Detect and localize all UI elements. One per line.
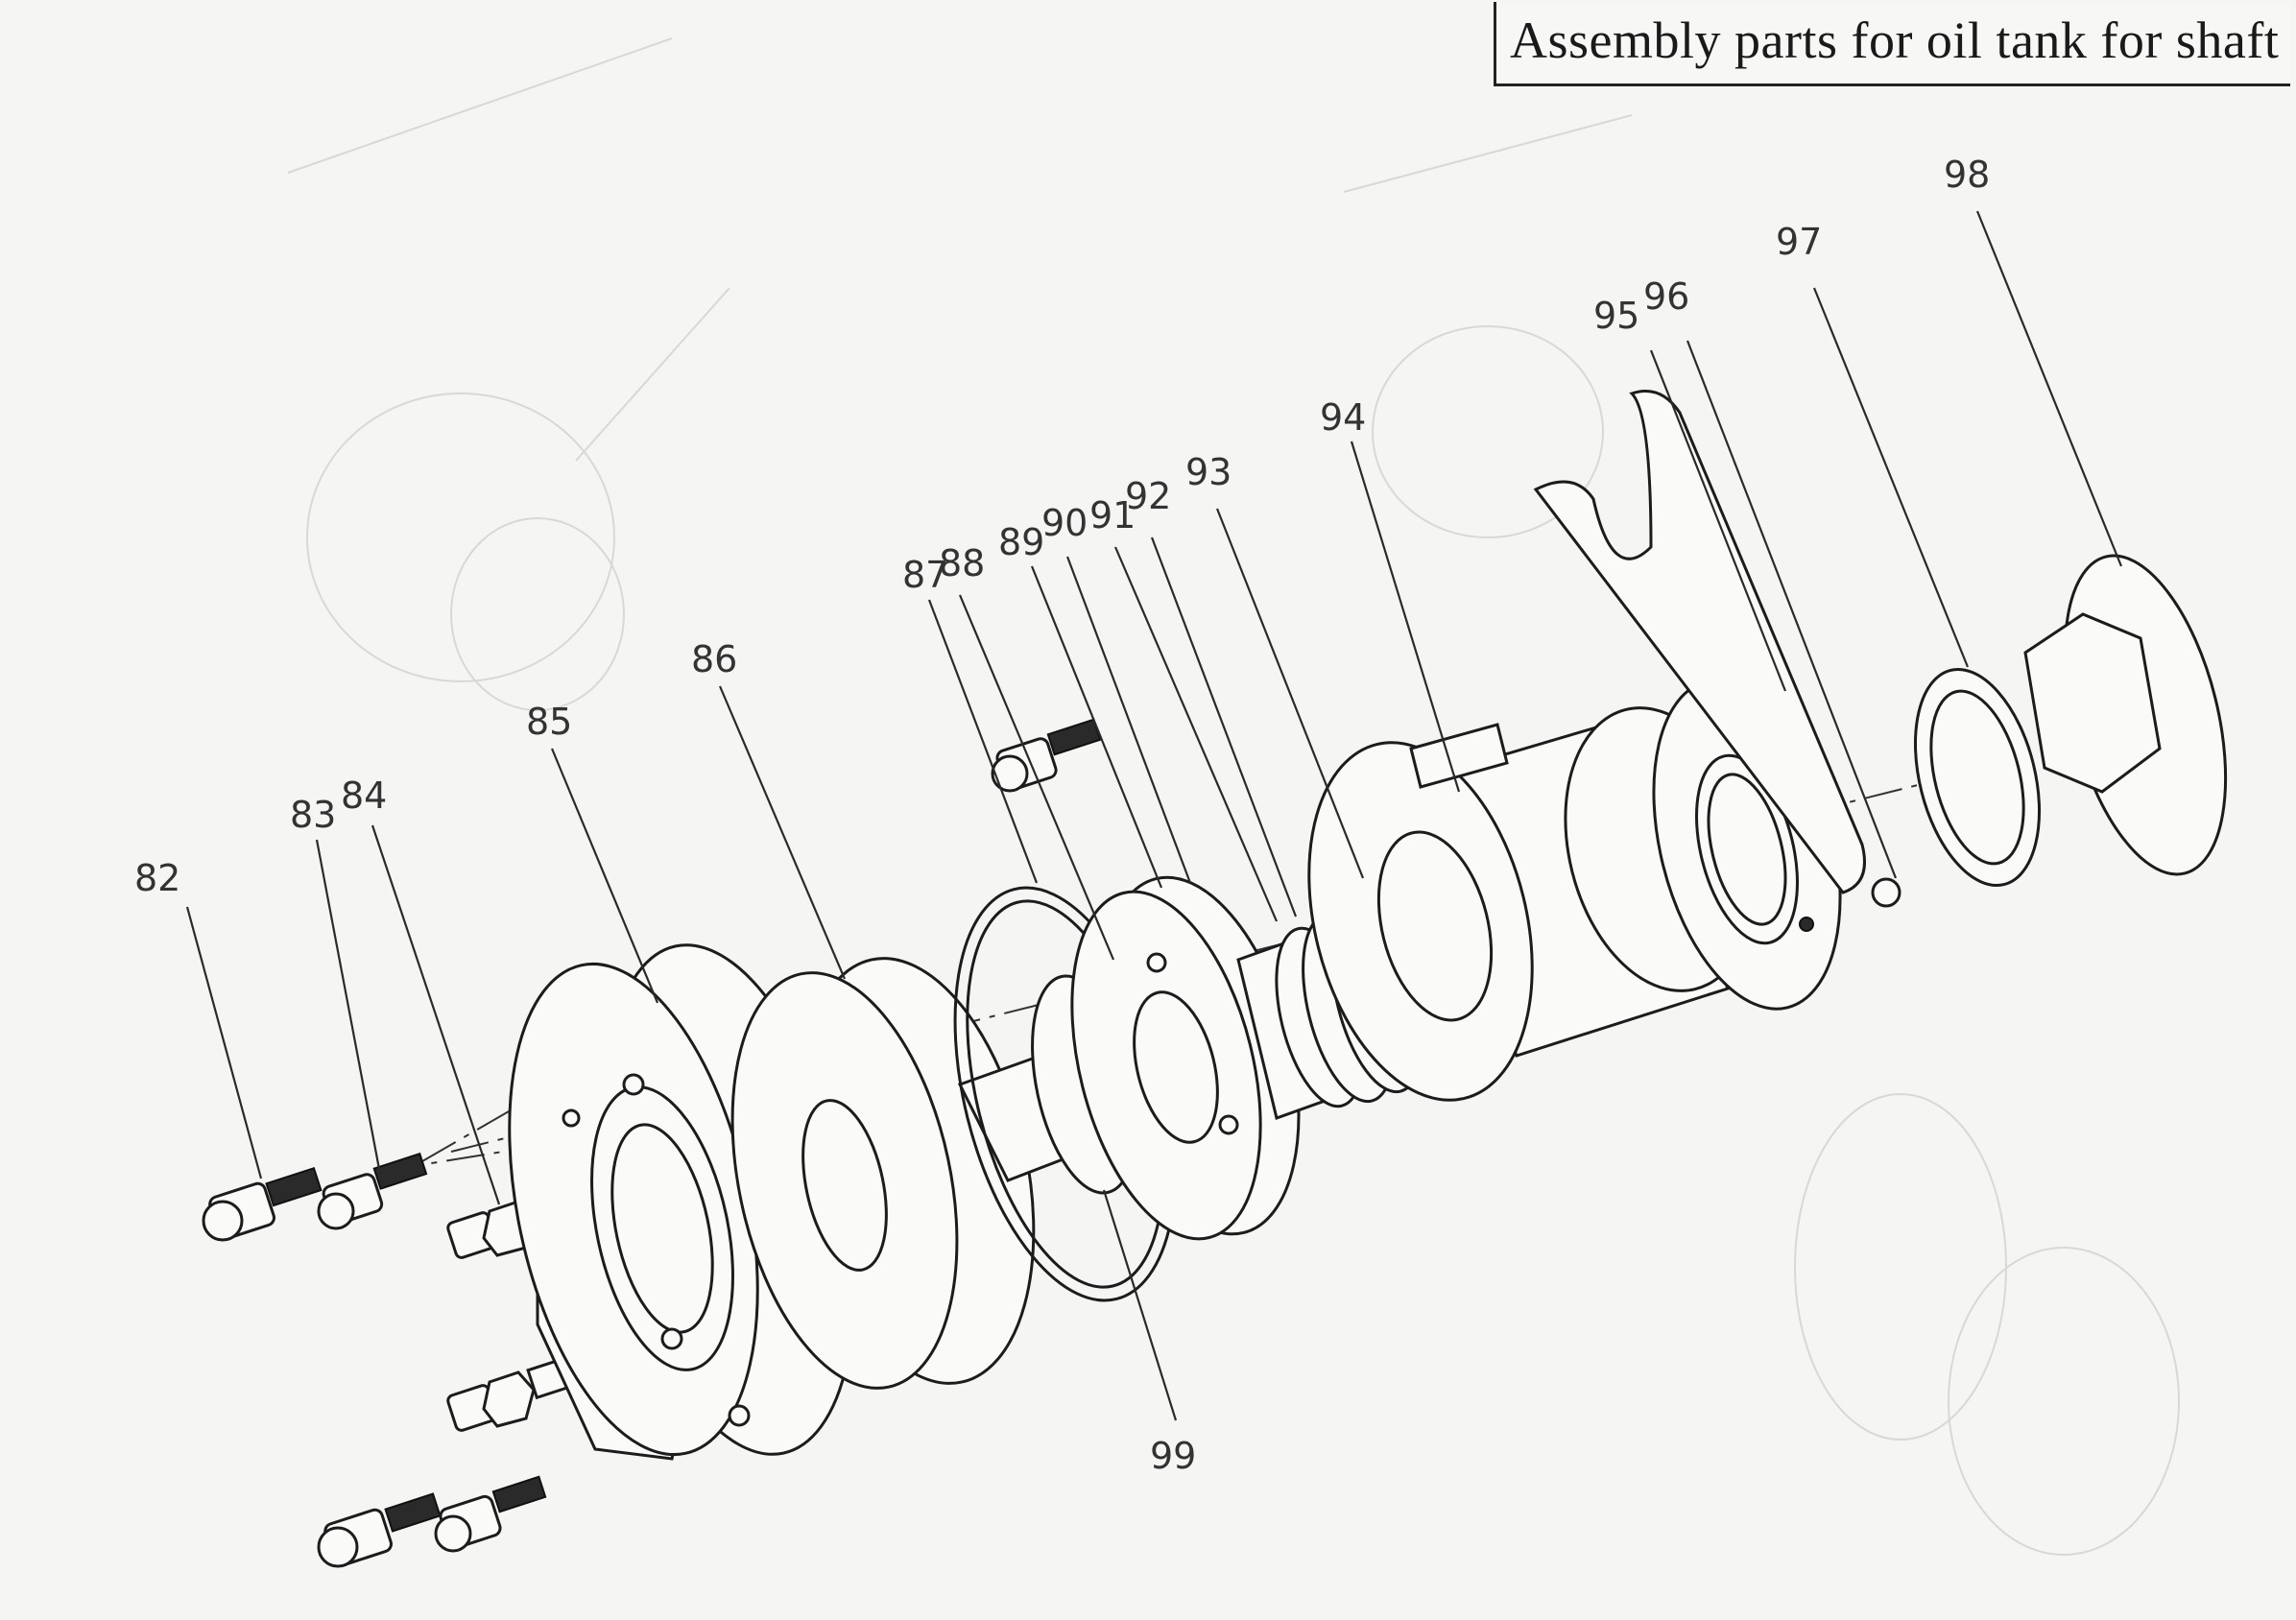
label-96: 96 (1643, 275, 1689, 318)
label-98: 98 (1944, 154, 1990, 196)
label-84: 84 (341, 774, 387, 817)
part-82-screw-lower (317, 1475, 547, 1568)
label-88: 88 (939, 542, 985, 584)
label-82: 82 (134, 857, 180, 899)
label-92: 92 (1125, 475, 1171, 517)
label-91: 91 (1089, 494, 1136, 536)
part-96-fork (1533, 390, 1901, 908)
label-87: 87 (902, 554, 948, 596)
label-86: 86 (691, 638, 737, 680)
background-ghost-drawing (287, 37, 2180, 1556)
part-82-screw (202, 1166, 323, 1242)
part-labels: 82 83 84 85 86 87 88 89 90 91 92 93 94 9… (134, 154, 1990, 1477)
label-95: 95 (1593, 295, 1639, 337)
label-90: 90 (1041, 502, 1088, 544)
label-99: 99 (1150, 1435, 1196, 1477)
label-93: 93 (1185, 451, 1232, 493)
label-97: 97 (1776, 221, 1822, 263)
label-94: 94 (1320, 396, 1366, 439)
part-86-disc (730, 957, 1036, 1390)
part-83-screw (317, 1152, 428, 1230)
part-97-locknut (1913, 667, 2042, 888)
label-83: 83 (290, 794, 336, 836)
label-85: 85 (526, 701, 572, 743)
part-98-hexnut (2023, 554, 2228, 876)
leader-lines (185, 210, 2123, 1421)
part-89-screw (991, 718, 1102, 793)
page-title: Assembly parts for oil tank for shaft Ⅲ (1510, 12, 2296, 69)
label-89: 89 (998, 521, 1044, 563)
title-block: Assembly parts for oil tank for shaft Ⅲ (1494, 2, 2296, 86)
